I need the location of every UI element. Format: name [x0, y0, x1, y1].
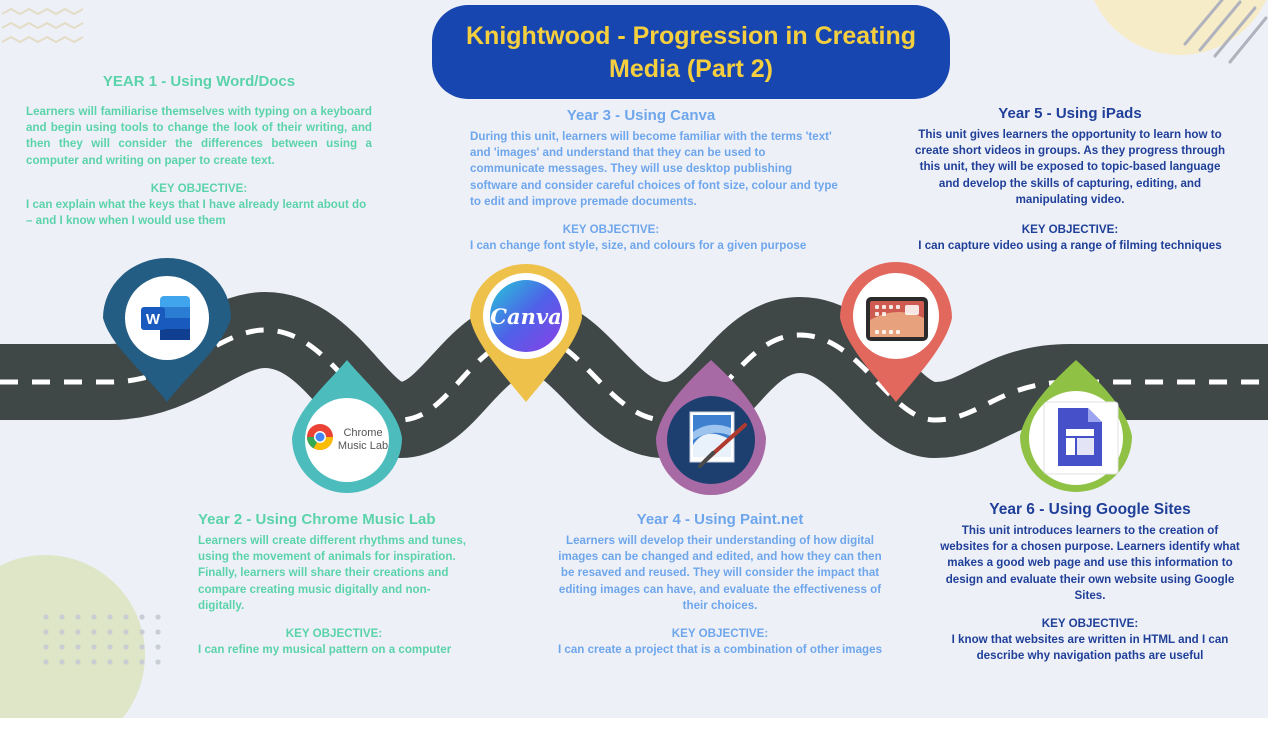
chrome-music-lab-logo-text: Chrome — [343, 427, 382, 439]
year4-section: Year 4 - Using Paint.net Learners will d… — [552, 510, 888, 658]
year5-heading: Year 5 - Using iPads — [998, 105, 1142, 122]
year6-section: Year 6 - Using Google Sites This unit in… — [940, 500, 1240, 665]
year6-description: This unit introduces learners to the cre… — [940, 524, 1240, 602]
year2-objective: I can refine my musical pattern on a com… — [198, 643, 452, 657]
corner-circle-decoration — [1093, 0, 1267, 55]
year4-objective: I can create a project that is a combina… — [557, 643, 883, 657]
corner-circle-decoration — [0, 555, 145, 718]
year1-objective-label: KEY OBJECTIVE: — [150, 181, 248, 195]
year3-section: Year 3 - Using Canva During this unit, l… — [470, 106, 842, 254]
page-title-line1: Knightwood - Progression in Creating — [466, 22, 916, 50]
paint-net-icon — [689, 411, 747, 468]
year2-heading: Year 2 - Using Chrome Music Lab — [198, 511, 436, 528]
year2-objective-label: KEY OBJECTIVE: — [285, 627, 383, 641]
year5-description: This unit gives learners the opportunity… — [914, 128, 1226, 206]
chrome-music-lab-logo-text: Music Lab — [338, 440, 388, 452]
year5-section: Year 5 - Using iPads This unit gives lea… — [910, 104, 1230, 254]
year3-description: During this unit, learners will become f… — [470, 130, 838, 208]
year1-description: Learners will familiarise themselves wit… — [26, 105, 372, 167]
year5-objective-label: KEY OBJECTIVE: — [1021, 223, 1119, 237]
year3-heading: Year 3 - Using Canva — [566, 107, 716, 124]
year4-objective-label: KEY OBJECTIVE: — [671, 627, 769, 641]
hatch-decoration — [1183, 0, 1268, 64]
year6-heading: Year 6 - Using Google Sites — [989, 501, 1191, 518]
year1-heading: YEAR 1 - Using Word/Docs — [102, 73, 296, 90]
year3-pin: Canva — [470, 264, 582, 402]
road-center-line — [0, 327, 1268, 423]
zigzag-decoration — [1, 7, 84, 44]
svg-text:W: W — [146, 311, 161, 328]
year1-section: YEAR 1 - Using Word/Docs Learners will f… — [26, 72, 372, 229]
year1-pin: W — [103, 258, 231, 402]
year6-objective: I know that websites are written in HTML… — [951, 633, 1229, 663]
year5-pin — [839, 261, 952, 402]
year6-pin — [1020, 360, 1132, 492]
chrome-icon — [306, 424, 334, 451]
ipad-icon — [866, 297, 928, 341]
year3-objective-label: KEY OBJECTIVE: — [562, 223, 660, 237]
title-banner: Knightwood - Progression in Creating Med… — [432, 5, 950, 99]
year4-description: Learners will develop their understandin… — [558, 534, 882, 612]
year2-description: Learners will create different rhythms a… — [198, 534, 467, 612]
microsoft-word-icon: W — [141, 296, 190, 340]
year1-objective: I can explain what the keys that I have … — [26, 198, 367, 228]
year2-section: Year 2 - Using Chrome Music Lab Learners… — [198, 510, 470, 658]
google-sites-icon — [1043, 401, 1119, 475]
year4-heading: Year 4 - Using Paint.net — [636, 511, 804, 528]
canva-icon — [490, 280, 562, 352]
year2-pin: Chrome Music Lab — [292, 360, 402, 493]
canva-logo-text: Canva — [490, 304, 561, 329]
infographic-canvas: W Chrome Music Lab — [0, 0, 1268, 718]
dot-grid-decoration — [40, 612, 170, 673]
year6-objective-label: KEY OBJECTIVE: — [1041, 617, 1139, 631]
road-map: W Chrome Music Lab — [0, 0, 1268, 718]
year3-objective: I can change font style, size, and colou… — [470, 239, 807, 253]
year4-pin — [655, 360, 766, 496]
year5-objective: I can capture video using a range of fil… — [918, 239, 1222, 253]
page-title-line2: Media (Part 2) — [609, 55, 773, 83]
